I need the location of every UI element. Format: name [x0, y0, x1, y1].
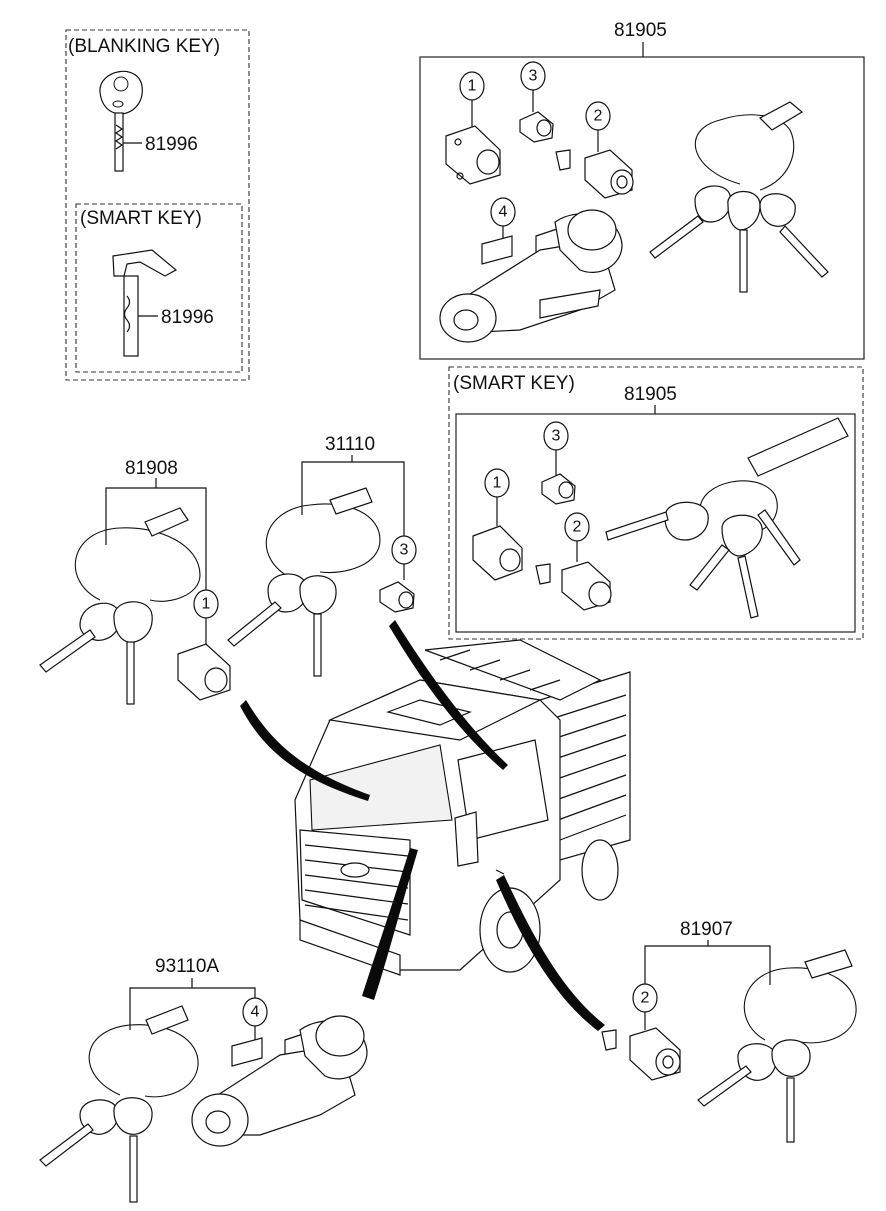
- door-lock-cylinder-icon: [445, 125, 501, 185]
- leader-arc-93110A: [362, 848, 418, 1000]
- svg-text:4: 4: [499, 204, 508, 221]
- key-pair-31110-icon: [227, 487, 381, 677]
- smart-key-set-with-tag-icon: [605, 417, 849, 619]
- lock-set-81905: 81905 1 3 2: [419, 20, 865, 360]
- leader-arc-31110: [389, 620, 508, 770]
- smart-key-title-left: (SMART KEY): [80, 208, 202, 229]
- part-number-31110: 31110: [325, 434, 375, 455]
- svg-text:3: 3: [552, 428, 561, 445]
- door-lock-cylinder-81908-icon: [177, 643, 231, 701]
- callout-4-top: 4: [490, 197, 516, 240]
- svg-text:3: 3: [529, 68, 538, 85]
- glove-box-lock-smart-icon: [541, 473, 576, 505]
- ignition-switch-icon: [439, 209, 623, 343]
- blanking-key-icon: [99, 70, 143, 172]
- door-lock-cylinder-2-icon: [555, 149, 634, 199]
- door-lock-cylinder-2-smart-icon: [535, 561, 612, 611]
- ignition-switch-93110A-icon: [191, 1015, 368, 1147]
- leader-arc-81908: [240, 700, 370, 801]
- glove-box-lock-icon: [519, 111, 554, 143]
- key-set-81908: 81908 1: [39, 458, 231, 705]
- callout-1-smart: 1: [484, 468, 510, 526]
- door-lock-cylinder-smart-icon: [472, 525, 523, 581]
- leader-arcs: [240, 620, 605, 1031]
- callout-2-smart: 2: [564, 512, 590, 562]
- glove-box-lock-31110-icon: [379, 581, 415, 613]
- smart-key-title-right: (SMART KEY): [453, 373, 575, 394]
- key-pair-81907-icon: [697, 949, 857, 1143]
- callout-3-smart: 3: [543, 421, 569, 476]
- smart-emergency-key-icon: [112, 249, 178, 357]
- door-lock-cylinder-81907-icon: [601, 1027, 681, 1081]
- blanking-key-group: (BLANKING KEY) 81996 (SMART KEY) 81996: [65, 29, 250, 381]
- part-number-81905-top: 81905: [614, 20, 667, 41]
- part-number-81908: 81908: [125, 458, 178, 479]
- svg-text:2: 2: [594, 108, 603, 125]
- callout-3-top: 3: [520, 61, 546, 112]
- callout-1-top: 1: [459, 71, 485, 128]
- svg-text:3: 3: [400, 542, 409, 559]
- svg-text:4: 4: [251, 1004, 260, 1021]
- part-number-93110A: 93110A: [155, 956, 219, 977]
- callout-3-31110: 3: [391, 535, 417, 580]
- callout-4-93110A: 4: [242, 997, 268, 1040]
- callout-2-top: 2: [585, 101, 611, 152]
- callout-1-81908: 1: [193, 589, 219, 650]
- svg-text:1: 1: [468, 78, 477, 95]
- part-number-81996-smart: 81996: [161, 307, 214, 328]
- smart-key-lock-set-81905: (SMART KEY) 81905 3 1 2: [448, 366, 864, 640]
- part-number-81996-blanking: 81996: [145, 134, 198, 155]
- key-set-81907: 81907 2: [601, 919, 857, 1143]
- key-pair-93110A-icon: [39, 1005, 199, 1203]
- part-number-81907: 81907: [680, 919, 733, 940]
- key-set-with-tag-icon: [649, 101, 829, 293]
- callout-2-81907: 2: [632, 983, 658, 1030]
- blanking-key-title: (BLANKING KEY): [68, 36, 220, 57]
- svg-text:2: 2: [641, 990, 650, 1007]
- truck-illustration: [294, 639, 631, 976]
- part-number-81905-smart: 81905: [624, 384, 677, 405]
- key-set-31110: 31110 3: [227, 434, 417, 677]
- svg-text:1: 1: [493, 475, 502, 492]
- key-set-93110A: 93110A 4: [39, 956, 368, 1203]
- svg-text:1: 1: [202, 596, 211, 613]
- svg-text:2: 2: [573, 519, 582, 536]
- key-pair-81908-icon: [39, 507, 201, 705]
- leader-arc-81907: [496, 875, 605, 1031]
